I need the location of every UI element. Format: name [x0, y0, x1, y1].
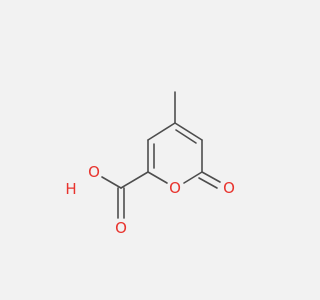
bond-c6-o-carbonyl: [201, 171, 221, 183]
structure-canvas: O O O O H: [65, 91, 235, 237]
hydroxyl-hydrogen-label: H: [65, 180, 76, 198]
carbonyl-oxygen-label: O: [223, 179, 235, 197]
bond-c2-cacid: [120, 171, 149, 189]
bond-c6-o-carbonyl-double: [198, 177, 218, 189]
acid-oxygen-double-label: O: [115, 219, 127, 237]
bond-c4-c5-double: [175, 129, 197, 144]
molecule-diagram: O O O O H: [65, 91, 235, 237]
acid-hydroxyl-oxygen-label: O: [88, 163, 100, 181]
bond-o1-c6: [183, 171, 203, 184]
bond-c2-o1: [147, 171, 168, 184]
bond-c4-c5: [174, 122, 203, 141]
ring-oxygen-label: O: [169, 179, 181, 197]
bond-cacid-oh: [101, 176, 122, 189]
bond-c4-c3: [147, 122, 176, 141]
